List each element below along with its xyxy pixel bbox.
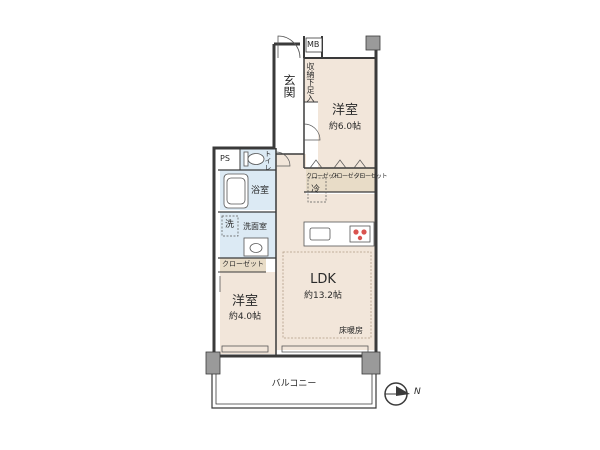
- ldk-floor: [276, 194, 376, 350]
- shoe-storage-floor: [304, 58, 318, 102]
- bedroom-lower-area: 約4.0帖: [228, 312, 262, 322]
- kitchen-counter: [303, 221, 375, 247]
- ldk-area: 約13.2帖: [303, 291, 343, 301]
- pipe-space-label: PS: [220, 154, 230, 163]
- balcony-label: バルコニー: [271, 379, 317, 389]
- compass-north-label: N: [414, 387, 421, 397]
- bathroom-label: 浴室: [251, 186, 270, 196]
- bedroom-upper-floor: [318, 58, 376, 168]
- bathtub: [223, 173, 249, 209]
- shoe-storage-label: 収納下足入: [306, 62, 315, 102]
- fridge-space: [307, 177, 327, 203]
- bedroom-upper-door: [303, 123, 321, 141]
- washroom-label: 洗面室: [243, 222, 267, 231]
- entrance-label: 玄関: [282, 74, 296, 98]
- meter-box: [305, 37, 323, 53]
- toilet-fixture: [243, 151, 265, 167]
- bedroom-upper-area: 約6.0帖: [328, 122, 362, 132]
- walls: [212, 36, 378, 358]
- floor-heating-label: 床暖房: [339, 326, 363, 335]
- wash-basin: [243, 237, 269, 257]
- closet-lower-label: クローゼット: [222, 260, 264, 268]
- closet-upper-label-3: クローゼット: [354, 173, 388, 180]
- compass-icon: [384, 382, 410, 406]
- bedroom-upper-name: 洋室: [331, 103, 359, 118]
- bedroom-lower-name: 洋室: [231, 294, 259, 309]
- column-hatches: [205, 35, 381, 375]
- balcony-sash: [221, 345, 369, 353]
- toilet-door: [275, 151, 291, 167]
- entrance-floor: [278, 58, 306, 154]
- pipe-space-floor: [218, 148, 240, 170]
- hall-floor: [276, 154, 306, 196]
- bedroom-lower-floor: [220, 272, 276, 354]
- washer-space: [221, 215, 239, 237]
- fridge-label: 冷: [311, 185, 321, 195]
- closet-upper-doors: [309, 159, 367, 169]
- toilet-label: トイレ: [264, 150, 272, 171]
- washer-label: 洗: [225, 220, 235, 230]
- balcony: [211, 374, 377, 409]
- front-door-swing: [277, 35, 301, 59]
- meter-box-label: MB: [307, 40, 320, 49]
- closet-lower-floor: [220, 258, 266, 272]
- closet-upper-floor: [306, 168, 376, 192]
- closet-upper-label-1: クローゼット: [306, 173, 340, 180]
- closet-upper-label-2: クローゼット: [331, 173, 365, 180]
- floor-heating-zone: [282, 251, 372, 339]
- ldk-name: LDK: [310, 272, 336, 287]
